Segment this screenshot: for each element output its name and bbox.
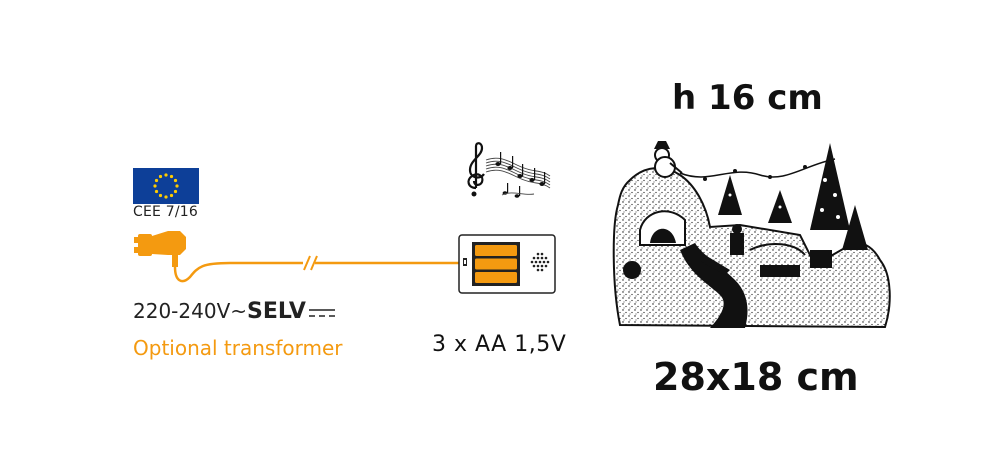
- dc-symbol: [308, 307, 336, 319]
- plug-standard-label: CEE 7/16: [133, 204, 198, 220]
- size-dimension-label: 28x18 cm: [653, 355, 859, 399]
- music-notes-icon: [467, 142, 551, 198]
- optional-transformer-label: Optional transformer: [133, 336, 343, 360]
- power-cable-icon: [134, 231, 465, 283]
- height-dimension-label: h 16 cm: [672, 78, 823, 118]
- battery-box-icon: [458, 234, 556, 294]
- voltage-label: 220-240V~SELV: [133, 299, 336, 324]
- selv-label: SELV: [247, 299, 306, 324]
- christmas-village-scene: [612, 141, 891, 329]
- voltage-value: 220-240V~: [133, 299, 248, 323]
- eu-flag-icon: [133, 168, 199, 204]
- battery-spec-label: 3 x AA 1,5V: [432, 332, 567, 357]
